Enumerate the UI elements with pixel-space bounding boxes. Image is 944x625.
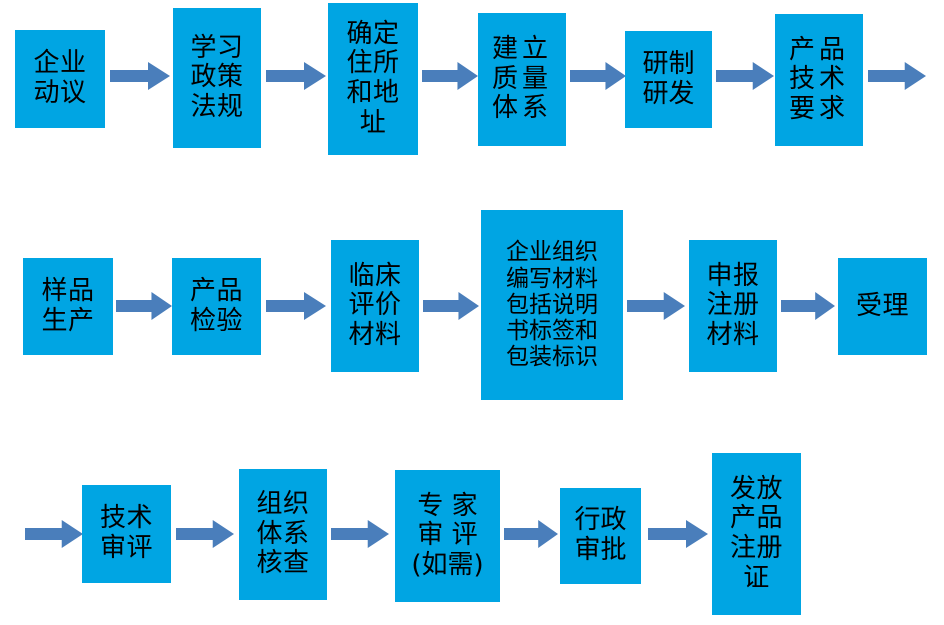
flow-arrow-right xyxy=(110,62,170,90)
flow-node-label: 申报 注册 材料 xyxy=(706,260,760,350)
flow-node-label: 企业 动议 xyxy=(33,48,87,108)
flow-arrow-right xyxy=(648,520,708,548)
flow-node-queding-zhusuo-dizhi[interactable]: 确定 住所 和地 址 xyxy=(328,3,418,155)
flow-node-label: 学习 政策 法规 xyxy=(190,32,244,122)
flow-arrow-right xyxy=(781,292,835,320)
flow-arrow-right-rowbreak xyxy=(868,62,926,90)
flow-node-qiye-zuzhi-bianxie-cailiao[interactable]: 企业组织 编写材料 包括说明 书标签和 包装标识 xyxy=(481,210,623,400)
flow-node-label: 研制 研发 xyxy=(642,48,695,109)
flow-arrow-right xyxy=(716,62,774,90)
flow-node-label: 样品 生产 xyxy=(41,275,95,336)
flow-arrow-right xyxy=(627,292,685,320)
flow-node-label: 确定 住所 和地 址 xyxy=(346,18,400,138)
flow-node-shouli[interactable]: 受理 xyxy=(838,258,927,355)
flow-node-chanpin-jianyan[interactable]: 产品 检验 xyxy=(172,258,261,355)
flow-node-label: 产品 技术 要求 xyxy=(788,34,849,124)
flow-node-jishu-shenping[interactable]: 技术 审评 xyxy=(82,485,171,583)
flow-node-yangpin-shengchan[interactable]: 样品 生产 xyxy=(23,258,113,355)
flow-arrow-right xyxy=(504,520,558,548)
flow-node-fafang-chanpin-zhucezheng[interactable]: 发放 产品 注册 证 xyxy=(712,453,801,615)
flow-node-qiye-dongyi[interactable]: 企业 动议 xyxy=(15,30,105,128)
flow-arrow-right xyxy=(570,62,626,90)
flow-node-label: 技术 审评 xyxy=(99,503,153,563)
flow-node-label: 产品 检验 xyxy=(189,275,243,336)
flow-node-label: 发放 产品 注册 证 xyxy=(729,473,783,593)
flow-arrow-right xyxy=(422,62,478,90)
flow-node-shenbao-zhuce-cailiao[interactable]: 申报 注册 材料 xyxy=(689,240,777,372)
flow-arrow-right xyxy=(331,520,389,548)
flow-node-zuzhi-tixi-hecha[interactable]: 组织 体系 核查 xyxy=(239,469,327,600)
flow-node-label: 受理 xyxy=(855,290,909,321)
flow-node-label: 建立 质量 体系 xyxy=(491,34,552,124)
flow-node-jianli-zhiliang-tixi[interactable]: 建立 质量 体系 xyxy=(478,13,566,146)
flow-node-label: 行政 审批 xyxy=(574,505,627,565)
flow-arrow-right xyxy=(266,62,326,90)
flow-node-xuexi-zhengce-fagui[interactable]: 学习 政策 法规 xyxy=(173,8,261,148)
flow-arrow-right xyxy=(423,292,479,320)
flow-arrow-right-rowbreak xyxy=(25,520,83,548)
flow-arrow-right xyxy=(116,292,172,320)
flow-node-zhuanjia-shenping-ruxu[interactable]: 专 家 审 评 (如需) xyxy=(395,470,500,602)
flow-arrow-right xyxy=(266,292,326,320)
flow-node-label: 企业组织 编写材料 包括说明 书标签和 包装标识 xyxy=(506,239,598,371)
flow-arrow-right xyxy=(176,520,234,548)
flow-node-label: 专 家 审 评 (如需) xyxy=(411,490,484,580)
flow-node-label: 临床 评价 材料 xyxy=(348,260,402,350)
flow-node-linchuang-pingjia-cailiao[interactable]: 临床 评价 材料 xyxy=(331,240,419,372)
flow-node-chanpin-jishu-yaoqiu[interactable]: 产品 技术 要求 xyxy=(775,14,863,146)
flow-node-xingzheng-shenpi[interactable]: 行政 审批 xyxy=(560,488,641,584)
flow-node-yanzhi-yanfa[interactable]: 研制 研发 xyxy=(625,31,712,128)
flow-node-label: 组织 体系 核查 xyxy=(256,489,310,579)
